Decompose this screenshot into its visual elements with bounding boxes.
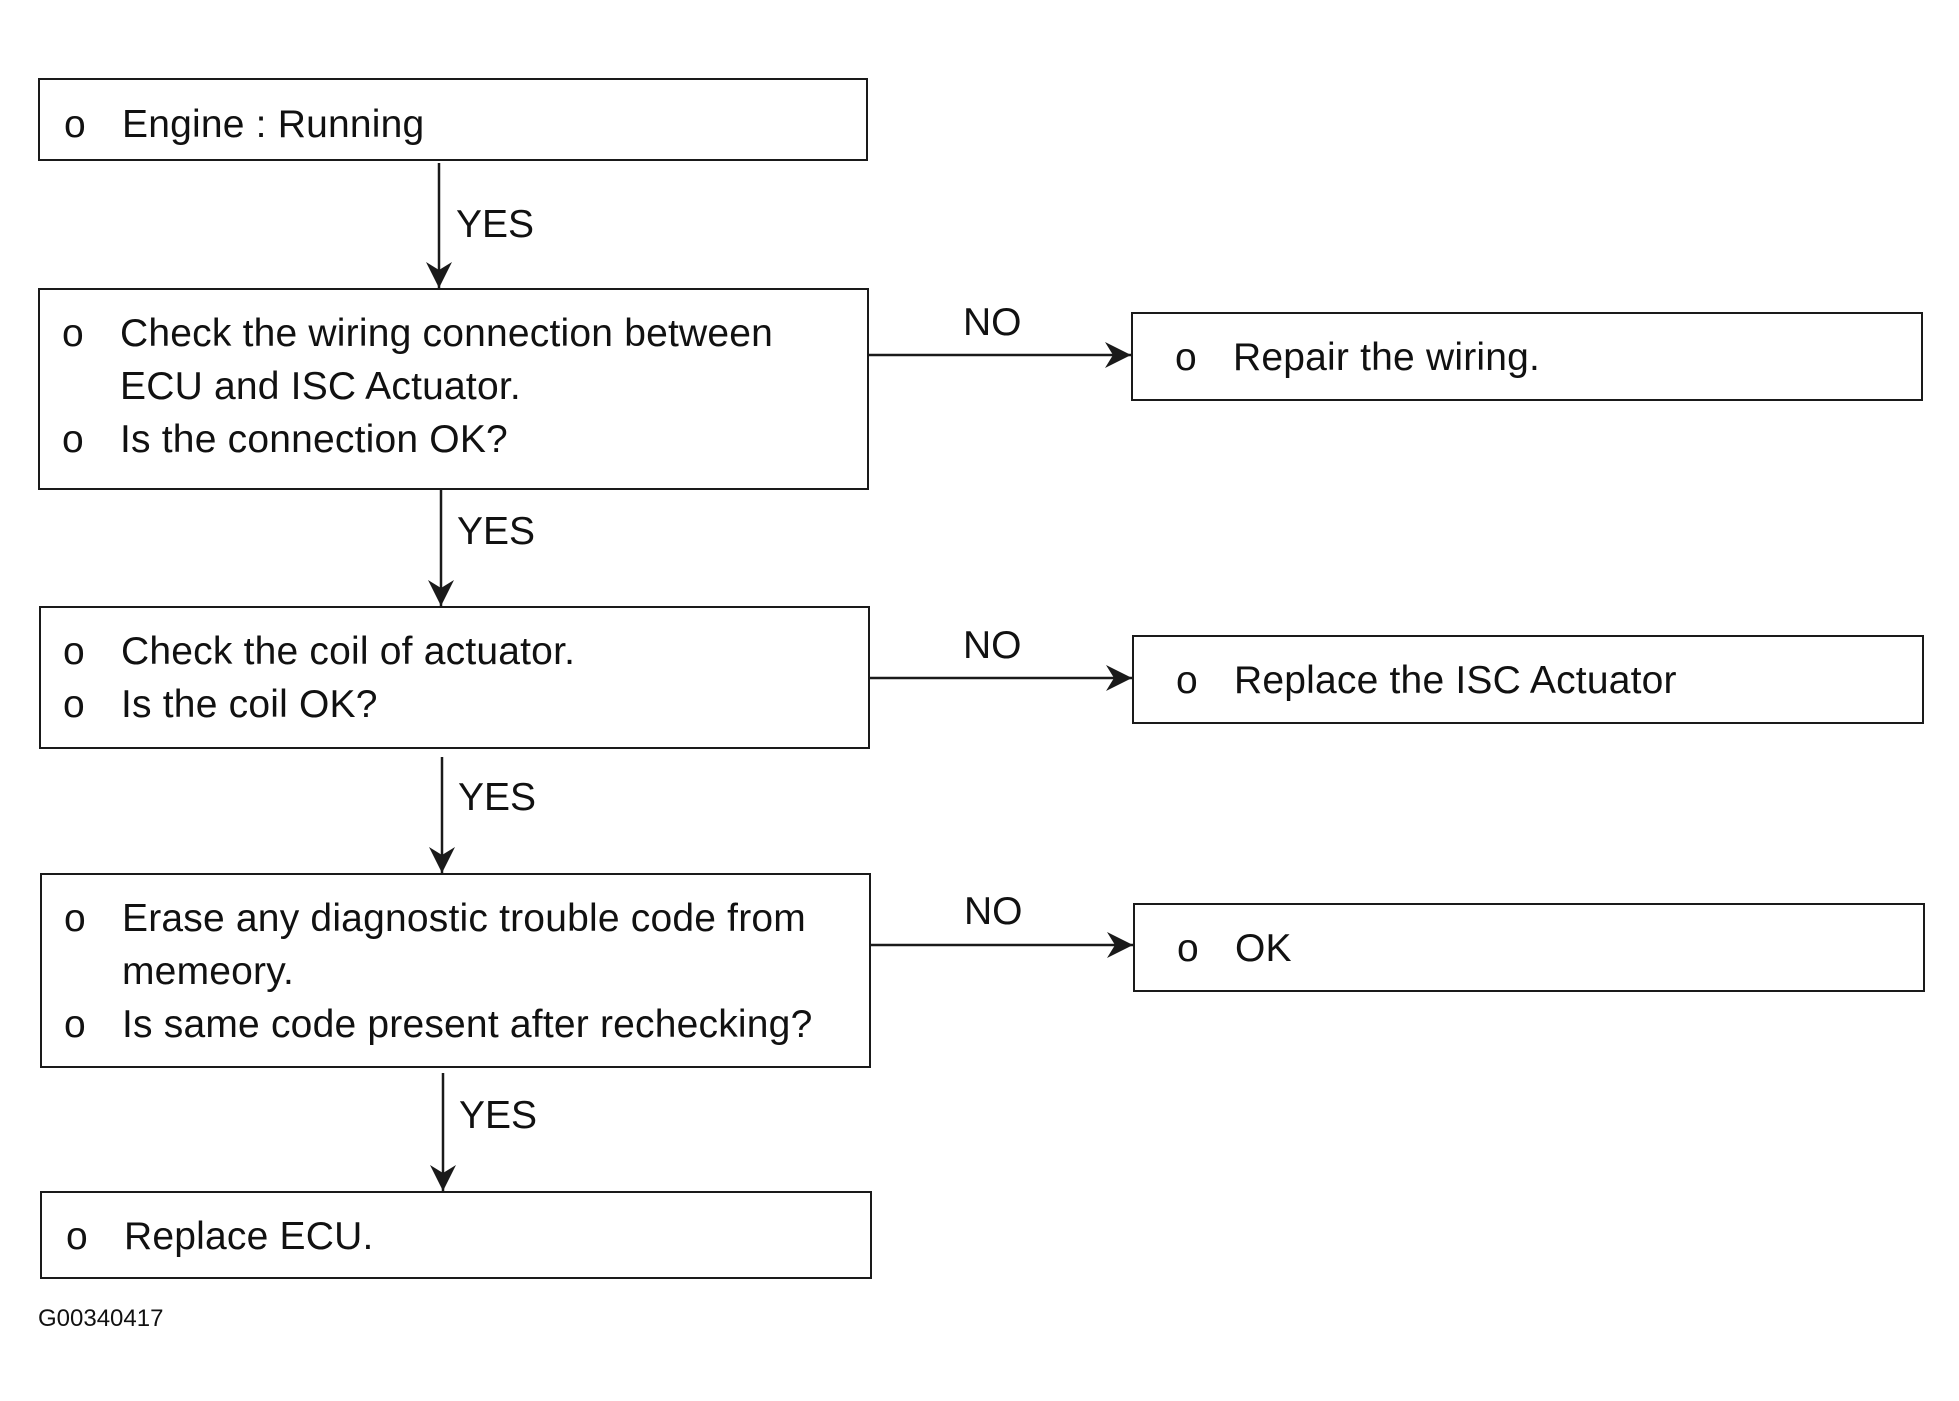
step-text: Replace ECU. [124,1215,374,1258]
bullet: o [64,897,86,940]
bullet: o [64,103,86,146]
step-check-coil: o Check the coil of actuator. o Is the c… [39,606,870,749]
step-text: Engine : Running [122,103,425,146]
step-line: o OK [1177,922,1923,975]
bullet [62,360,120,413]
step-text: OK [1235,927,1292,970]
arrowhead-wiring-to-repair [1105,342,1131,368]
action-ok: o OK [1133,903,1925,992]
arrowhead-engine-to-wiring-check [426,262,452,288]
step-line: o Repair the wiring. [1175,331,1921,384]
step-text: Repair the wiring. [1233,336,1541,379]
action-repair-wiring: o Repair the wiring. [1131,312,1923,401]
step-text: Is same code present after rechecking? [122,1003,813,1046]
edge-label-no: NO [963,301,1022,344]
edge-label-yes: YES [458,776,537,819]
step-text: Is the coil OK? [121,683,378,726]
step-text: Replace the ISC Actuator [1234,659,1677,702]
step-text: Erase any diagnostic trouble code from [122,897,806,940]
arrowhead-coil-to-erase-code [429,847,455,873]
step-line: o Is same code present after rechecking? [64,998,869,1051]
bullet: o [63,630,85,673]
edge-label-yes: YES [459,1094,538,1137]
step-line: o Check the wiring connection between [62,307,867,360]
step-text: Check the wiring connection between [120,312,774,355]
step-line: o Replace the ISC Actuator [1176,654,1922,707]
arrowhead-erase-code-to-ok [1107,932,1133,958]
figure-id: G00340417 [38,1305,164,1332]
step-replace-ecu: o Replace ECU. [40,1191,872,1279]
bullet: o [62,418,84,461]
arrowhead-erase-code-to-replace-ecu [430,1165,456,1191]
step-line: memeory. [64,945,869,998]
bullet [64,945,122,998]
action-replace-isc-actuator: o Replace the ISC Actuator [1132,635,1924,724]
bullet: o [1176,659,1198,702]
step-line: o Is the coil OK? [63,678,868,731]
step-erase-trouble-code: o Erase any diagnostic trouble code from… [40,873,871,1068]
bullet: o [1177,927,1199,970]
step-line: ECU and ISC Actuator. [62,360,867,413]
bullet: o [63,683,85,726]
bullet: o [1175,336,1197,379]
edge-label-yes: YES [457,510,536,553]
step-text: memeory. [122,950,295,993]
step-line: o Erase any diagnostic trouble code from [64,892,869,945]
step-text: Check the coil of actuator. [121,630,576,673]
bullet: o [66,1215,88,1258]
step-check-wiring: o Check the wiring connection between EC… [38,288,869,490]
step-line: o Engine : Running [64,98,866,151]
step-engine-running: o Engine : Running [38,78,868,161]
bullet: o [62,312,84,355]
step-text: ECU and ISC Actuator. [120,365,521,408]
step-line: o Is the connection OK? [62,413,867,466]
step-line: o Check the coil of actuator. [63,625,868,678]
bullet: o [64,1003,86,1046]
arrowhead-coil-to-replace-actuator [1106,665,1132,691]
step-line: o Replace ECU. [66,1210,870,1263]
arrowhead-wiring-to-coil-check [428,580,454,606]
step-text: Is the connection OK? [120,418,508,461]
edge-label-yes: YES [456,203,535,246]
edge-label-no: NO [964,890,1023,933]
edge-label-no: NO [963,624,1022,667]
